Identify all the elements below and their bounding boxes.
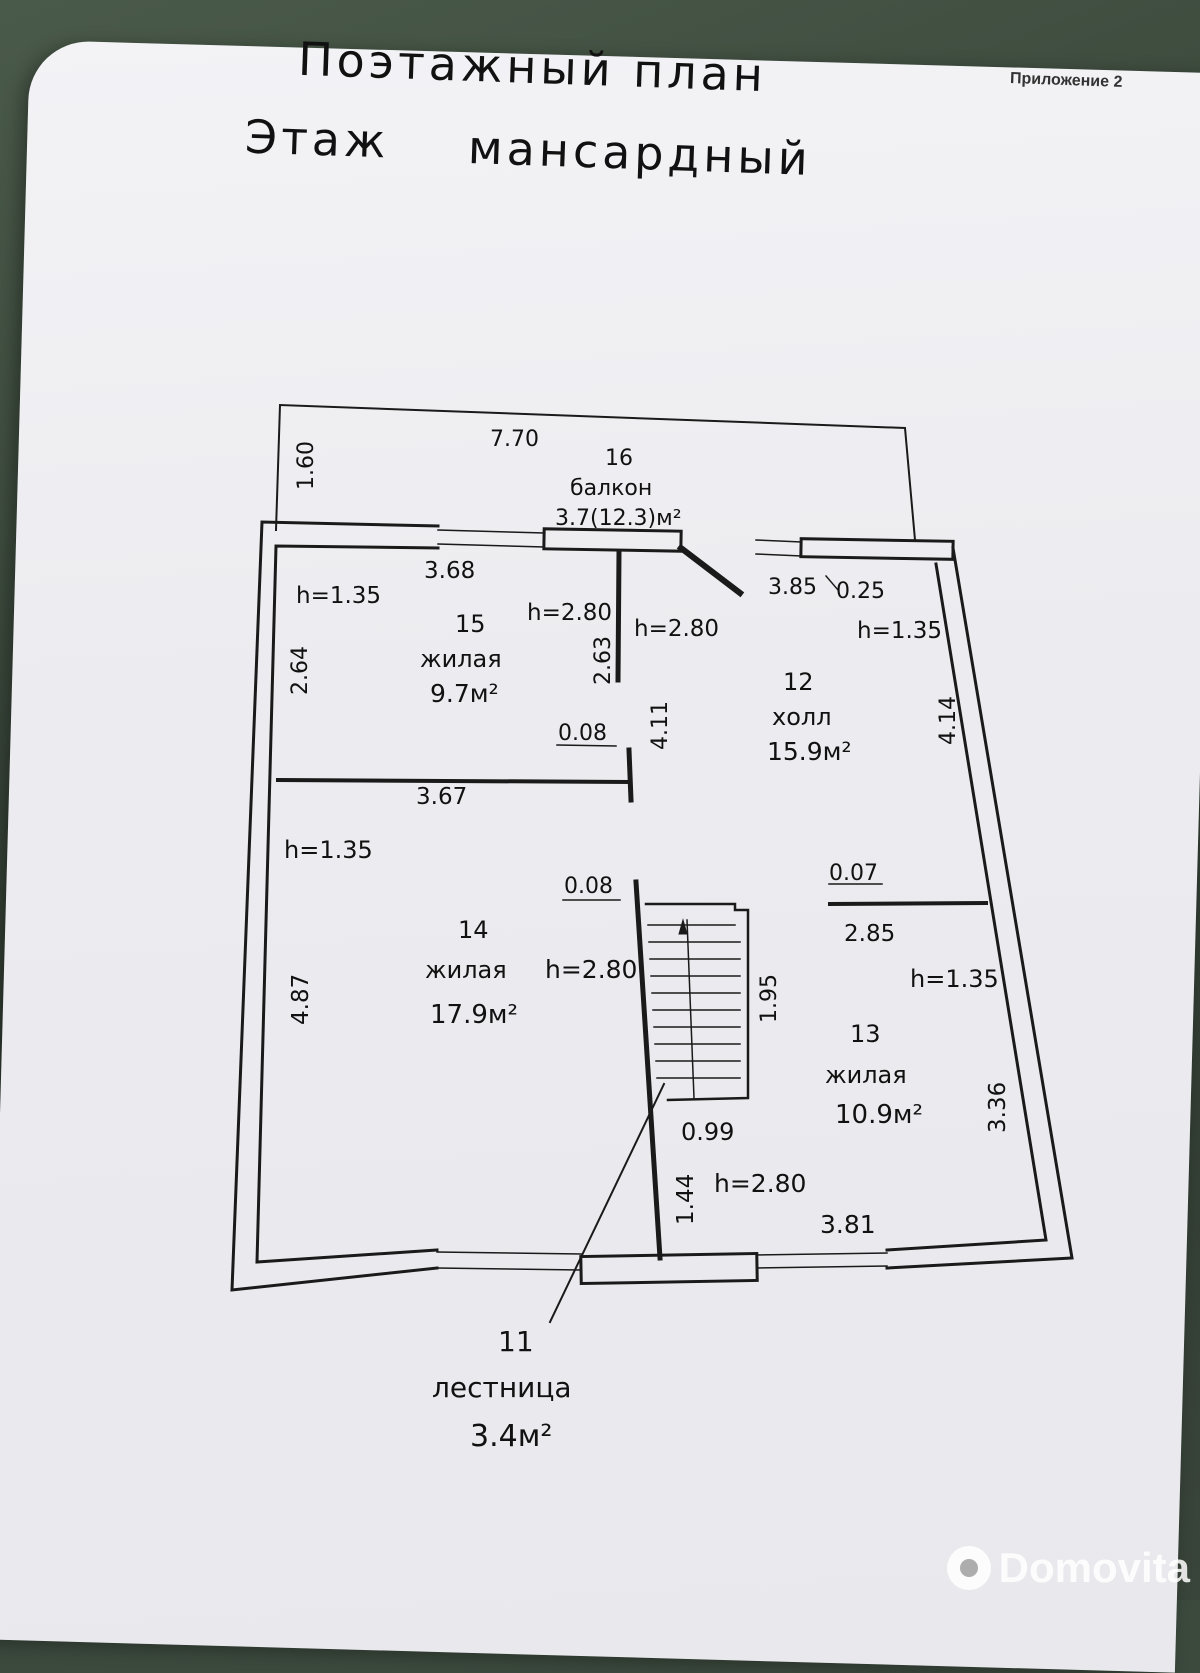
dim-stair-lower: 1.44 (673, 1174, 699, 1225)
room16-area: 3.7(12.3)м² (555, 506, 682, 531)
domovita-logo-icon (946, 1546, 991, 1590)
dim-r15-side: 2.64 (288, 646, 313, 695)
room12-name: холл (772, 703, 832, 731)
bottom-wall-segment (579, 1251, 759, 1286)
right-wall-outer (885, 546, 1074, 1270)
room11-number: 11 (498, 1325, 534, 1358)
watermark: Domovita (946, 1544, 1190, 1592)
height-r12-b: h=1.35 (857, 618, 942, 644)
dim-wall-008-a: 0.08 (558, 721, 607, 746)
dim-wall-008-b: 0.08 (564, 874, 613, 899)
staircase (644, 902, 750, 1102)
dim-r15-top: 3.68 (424, 558, 475, 584)
outer-wall (230, 520, 440, 1292)
stair-steps (647, 919, 741, 1099)
inner-wall-left (255, 544, 440, 1264)
floor-plan: 7.70 1.60 16 балкон 3.7(12.3)м² 3.68 h=1… (230, 403, 1074, 1454)
room14-name: жилая (425, 956, 507, 984)
stair-wall-left (633, 879, 663, 1261)
dim-r13-bottom: 3.81 (820, 1210, 876, 1239)
dim-hall-right-small: 0.25 (836, 579, 885, 604)
room13-name: жилая (825, 1061, 907, 1089)
room15-area: 9.7м² (430, 679, 499, 708)
dim-balcony-depth: 1.60 (294, 441, 319, 490)
dim-stair-bottom: 0.99 (681, 1118, 734, 1146)
stair-arrow (678, 918, 688, 935)
partition-15-12 (615, 549, 622, 683)
leader-line (548, 1082, 666, 1324)
dim-hall-top: 3.85 (768, 575, 817, 600)
room16-name: балкон (570, 476, 652, 501)
top-right-wall (799, 537, 955, 561)
bottom-window (436, 1251, 582, 1255)
top-window (437, 543, 545, 548)
right-wall-inner (885, 562, 1048, 1252)
bottom-window (756, 1252, 888, 1256)
height-r15-b: h=2.80 (527, 600, 612, 626)
height-r12-a: h=2.80 (634, 616, 719, 642)
room12-number: 12 (783, 668, 814, 696)
bottom-window (756, 1265, 888, 1269)
height-r14-b: h=2.80 (545, 955, 637, 984)
top-right-window (755, 539, 802, 543)
top-window (437, 529, 545, 534)
height-r14-a: h=1.35 (284, 836, 373, 864)
dim-hall-inner: 4.11 (648, 701, 673, 750)
room11-name: лестница (432, 1371, 572, 1404)
dim-r15-bottom: 3.67 (416, 784, 467, 810)
room14-area: 17.9м² (430, 1000, 518, 1030)
balcony-outline (274, 403, 917, 542)
door-leaf (676, 543, 745, 598)
height-r13-a: h=1.35 (910, 965, 999, 993)
room13-number: 13 (850, 1020, 881, 1048)
bottom-window (436, 1267, 582, 1271)
dim-r13-top: 2.85 (844, 921, 895, 947)
partition-13-12 (827, 900, 989, 907)
height-r15-a: h=1.35 (296, 583, 381, 609)
room12-area: 15.9м² (767, 737, 852, 766)
partition-15-14 (275, 777, 632, 785)
room15-name: жилая (420, 645, 502, 673)
top-right-window (755, 553, 802, 557)
dim-r15-partition: 2.63 (591, 636, 616, 685)
room15-number: 15 (455, 610, 486, 638)
dim-hall-side: 4.14 (936, 696, 961, 745)
dim-stair-side: 1.95 (757, 974, 782, 1023)
dim-r14-side: 4.87 (288, 974, 314, 1025)
top-wall-segment (542, 527, 683, 553)
dim-r13-side: 3.36 (985, 1082, 1011, 1133)
dim-balcony-width: 7.70 (490, 427, 539, 452)
room13-area: 10.9м² (835, 1100, 923, 1130)
room16-number: 16 (605, 446, 633, 471)
room11-area: 3.4м² (470, 1419, 552, 1454)
watermark-text: Domovita (998, 1544, 1190, 1591)
partition-end (626, 747, 634, 803)
height-r13-b: h=2.80 (714, 1169, 806, 1198)
room14-number: 14 (458, 916, 489, 944)
dim-wall-007: 0.07 (829, 861, 878, 886)
